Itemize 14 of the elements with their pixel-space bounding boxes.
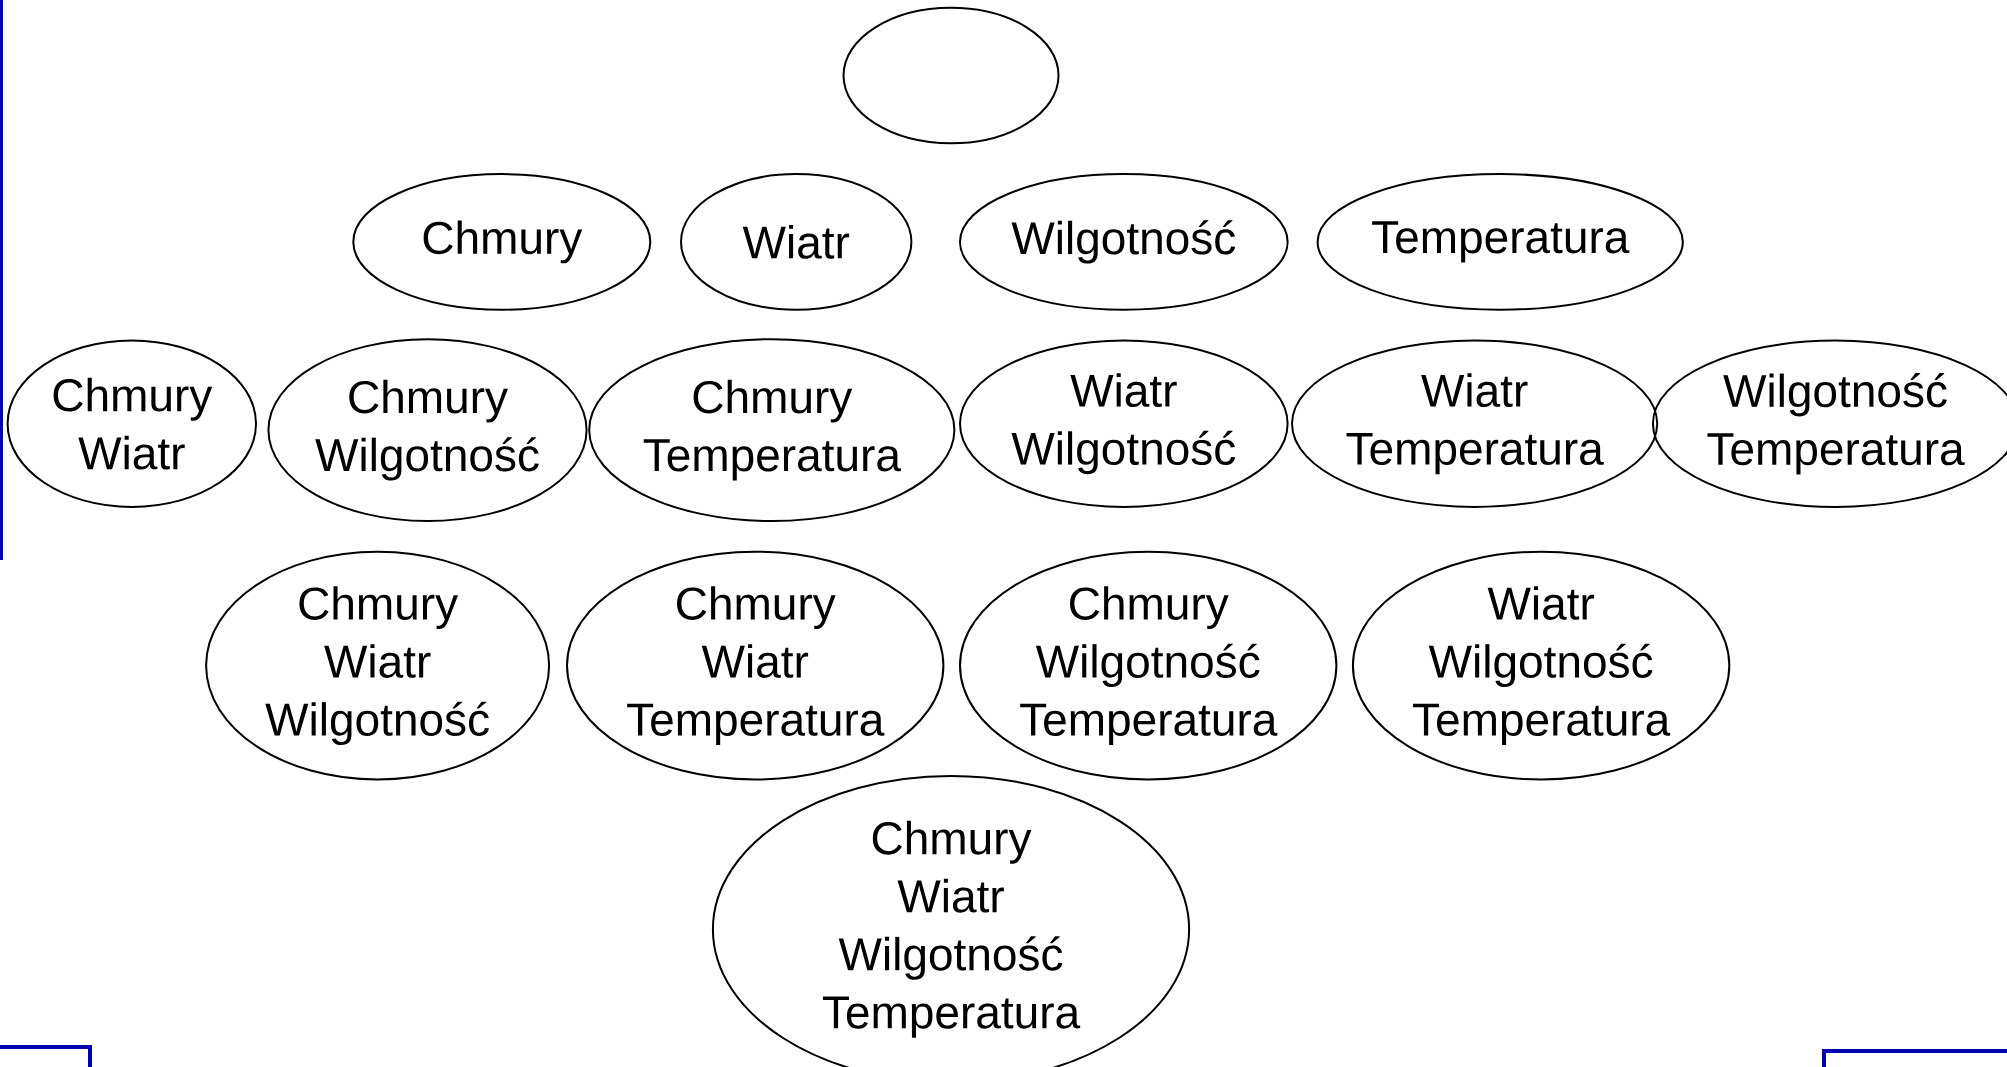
ellipse-node: Wiatr Wilgotność Temperatura bbox=[1351, 550, 1731, 781]
ellipse-node: Chmury Wiatr Temperatura bbox=[566, 550, 945, 781]
empty-ellipse bbox=[842, 6, 1060, 145]
ellipse-node: Chmury Wilgotność Temperatura bbox=[959, 550, 1338, 781]
ellipse-node: Wiatr Temperatura bbox=[1291, 339, 1659, 508]
ellipse-node: Chmury Wiatr bbox=[6, 339, 257, 508]
ellipse-node: Wilgotność bbox=[959, 173, 1289, 311]
ellipse-node: Wiatr bbox=[680, 173, 913, 311]
ellipse-node: Wiatr Wilgotność bbox=[959, 339, 1289, 508]
ellipse-node: Chmury Temperatura bbox=[588, 338, 956, 522]
ellipse-node: Chmury bbox=[352, 173, 652, 311]
ellipse-node: Chmury Wiatr Wilgotność bbox=[205, 550, 551, 781]
ellipse-node: Temperatura bbox=[1316, 173, 1684, 311]
ellipse-node: Chmury Wilgotność bbox=[267, 338, 588, 522]
